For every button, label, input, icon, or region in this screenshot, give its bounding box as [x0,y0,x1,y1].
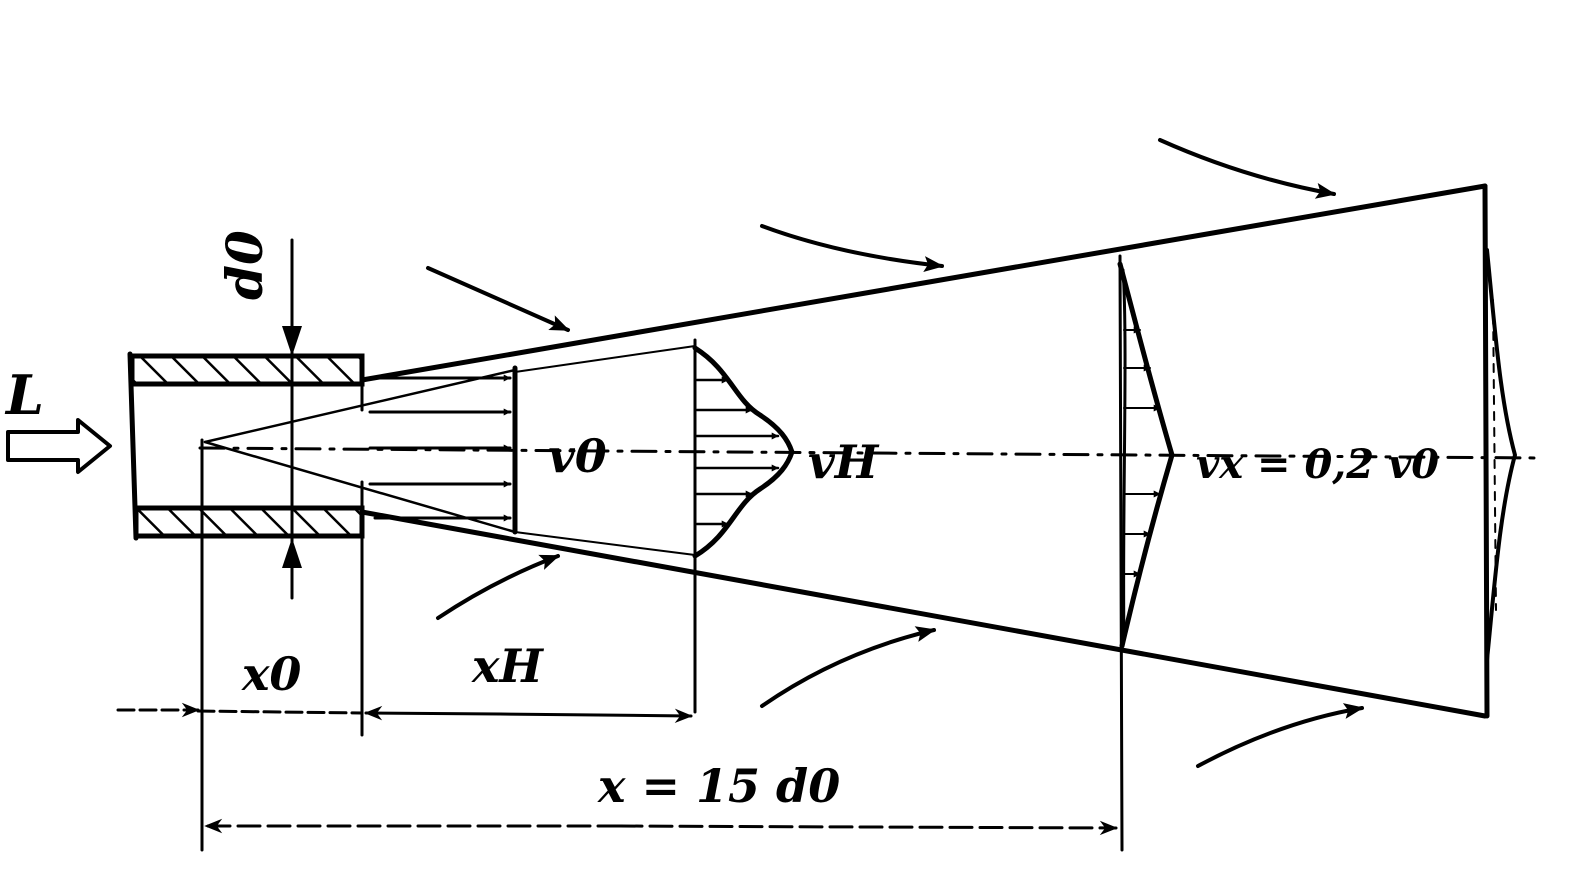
outlet-velocity-label: v0 [548,429,607,483]
initial-length-label: xH [471,639,544,693]
diameter-dimension [282,238,302,600]
velocity-profile-x [1117,254,1175,852]
distance-label: x = 15 d0 [597,759,840,813]
core-velocity-arrows [368,365,518,535]
far-velocity-label: vx = 0,2 v0 [1196,441,1439,488]
velocity-profile-h [692,338,795,714]
core-length-label: x0 [241,647,301,701]
flow-in-label: L [4,363,44,427]
velocity-profile-far [1482,183,1517,719]
section-velocity-label: vH [808,435,880,489]
jet-axis [198,446,1542,460]
diameter-label: d0 [215,230,274,300]
inlet-arrow-icon [6,418,112,474]
nozzle [127,351,365,541]
entrainment-arrows [426,138,1364,768]
length-dimensions [116,702,1118,836]
jet-boundary [203,183,1488,719]
